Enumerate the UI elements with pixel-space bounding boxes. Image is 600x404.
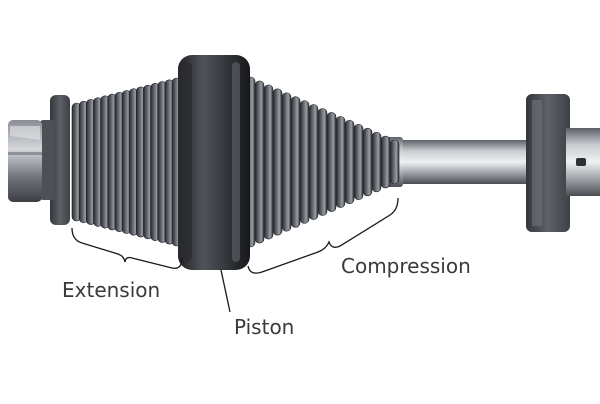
piston-label: Piston: [234, 315, 295, 339]
left-spacer: [40, 120, 54, 200]
shim-disc: [326, 112, 337, 212]
extension-label: Extension: [62, 278, 161, 302]
rod-end-flange: [526, 94, 600, 232]
left-washer: [50, 95, 70, 225]
shim-disc: [308, 104, 319, 220]
shim-disc: [281, 92, 292, 232]
shim-disc: [299, 100, 310, 224]
piston-body: [178, 55, 250, 270]
piston-leader-line: [220, 269, 231, 313]
extension-shim-stack: [71, 77, 182, 247]
shim-disc: [317, 108, 328, 216]
shim-disc: [389, 139, 400, 185]
shim-disc: [344, 120, 355, 204]
shim-disc: [290, 96, 301, 228]
shim-disc: [362, 127, 373, 197]
shim-disc: [263, 84, 274, 240]
shim-disc: [254, 80, 265, 244]
shim-disc: [335, 116, 346, 208]
hex-nut: [8, 120, 42, 202]
shim-disc: [380, 135, 391, 189]
compression-shim-stack: [245, 76, 400, 248]
shim-disc: [353, 123, 364, 201]
shim-disc: [371, 131, 382, 193]
extension-bracket: [71, 227, 183, 269]
compression-bracket: [247, 197, 399, 274]
shim-disc: [272, 88, 283, 236]
compression-label: Compression: [341, 254, 471, 278]
